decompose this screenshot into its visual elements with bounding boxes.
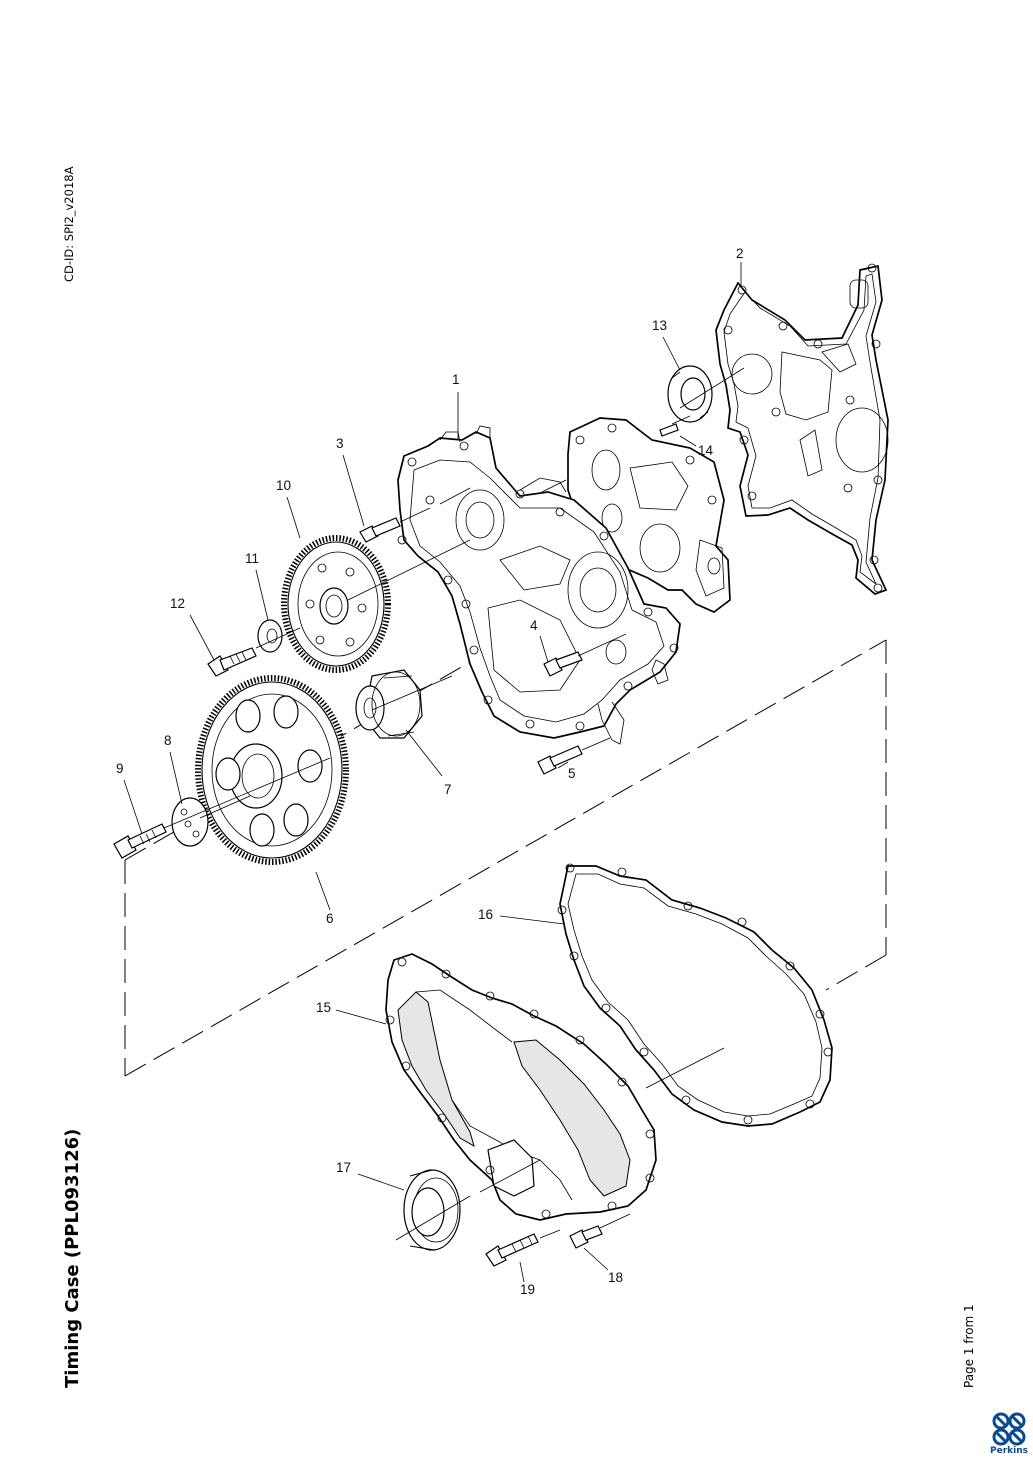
callout-11: 11 <box>245 551 259 566</box>
callout-18: 18 <box>608 1270 623 1285</box>
bolt-part-12 <box>207 647 257 677</box>
callout-4: 4 <box>530 618 538 633</box>
callout-15: 15 <box>316 1000 331 1015</box>
callout-5: 5 <box>568 766 576 781</box>
callout-1: 1 <box>452 372 460 387</box>
bolt-part-18 <box>569 1225 603 1249</box>
callout-19: 19 <box>520 1282 535 1297</box>
callout-6: 6 <box>326 911 334 926</box>
timing-case-part-1 <box>397 425 681 745</box>
perkins-logo-icon <box>992 1412 1026 1446</box>
plate-part-8 <box>171 797 209 847</box>
bolt-part-4 <box>543 651 583 677</box>
front-cover-part-15 <box>385 953 657 1221</box>
callout-7: 7 <box>444 782 452 797</box>
callout-9: 9 <box>116 761 124 776</box>
brand-name: Perkins <box>990 1446 1028 1456</box>
gasket-part-2 <box>715 263 889 595</box>
bolt-part-19 <box>485 1233 539 1267</box>
gear-part-10 <box>281 535 391 673</box>
dowel-part-14 <box>659 423 679 437</box>
callout-13: 13 <box>652 318 667 333</box>
callout-8: 8 <box>164 733 172 748</box>
callout-14: 14 <box>698 443 714 458</box>
callout-10: 10 <box>276 478 291 493</box>
callout-12: 12 <box>170 596 185 611</box>
alignment-lines <box>163 367 745 1241</box>
callout-16: 16 <box>478 907 493 922</box>
thrust-washer-part-13 <box>667 365 713 423</box>
bolt-part-3 <box>359 517 401 543</box>
callout-17: 17 <box>336 1160 351 1175</box>
assembly-dashed-outline <box>124 621 887 1077</box>
oil-seal-part-17 <box>403 1169 461 1251</box>
washer-part-11 <box>257 619 283 653</box>
bolt-part-5 <box>537 745 583 775</box>
idler-gear-part-6 <box>195 675 349 865</box>
cover-gasket-part-16 <box>557 863 833 1127</box>
bolt-part-9 <box>113 823 167 859</box>
callout-2: 2 <box>736 246 744 261</box>
hub-part-7 <box>355 669 423 739</box>
callout-3: 3 <box>336 436 344 451</box>
leader-lines <box>123 262 742 1283</box>
